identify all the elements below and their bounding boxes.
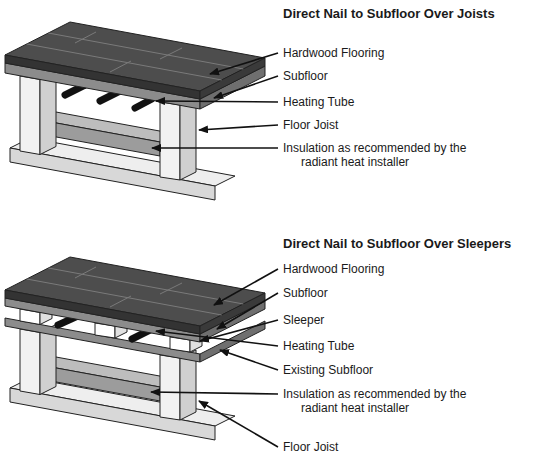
part-label: Subfloor xyxy=(281,69,330,83)
part-label: Hardwood Flooring xyxy=(281,262,386,276)
part-label: Subfloor xyxy=(281,286,330,300)
part-label: Heating Tube xyxy=(281,95,356,109)
part-label: Sleeper xyxy=(281,313,326,327)
part-label: Floor Joist xyxy=(281,118,340,132)
note-label: Insulation as recommended by the radiant… xyxy=(281,141,471,169)
leader-arrows xyxy=(152,53,278,148)
part-label: Existing Subfloor xyxy=(281,363,375,377)
section-heading: Direct Nail to Subfloor Over Joists xyxy=(281,6,497,22)
part-label: Hardwood Flooring xyxy=(281,46,386,60)
part-label: Floor Joist xyxy=(281,440,340,454)
section-heading: Direct Nail to Subfloor Over Sleepers xyxy=(281,236,513,252)
part-label: Heating Tube xyxy=(281,339,356,353)
leader-arrows xyxy=(151,269,278,447)
subfloor-and-flooring xyxy=(5,22,265,109)
note-label: Insulation as recommended by the radiant… xyxy=(281,387,471,415)
subfloor-and-flooring xyxy=(5,257,265,342)
